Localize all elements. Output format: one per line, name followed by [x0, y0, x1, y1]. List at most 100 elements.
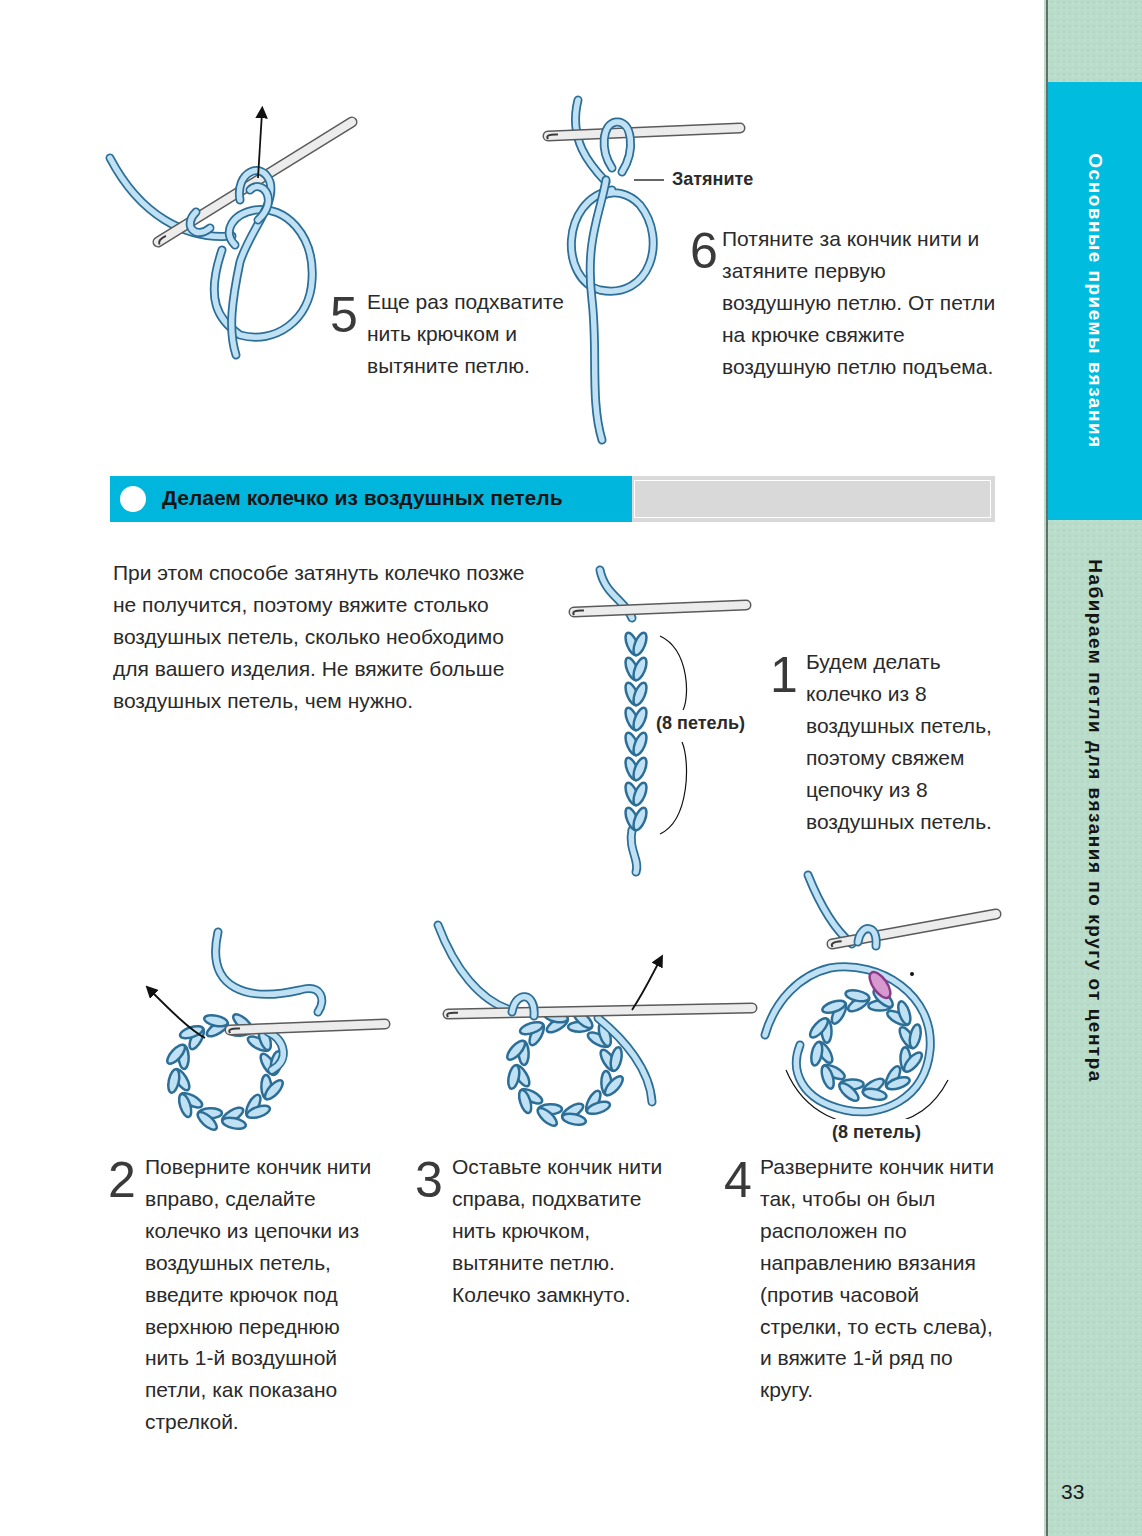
chain-stitch: [843, 985, 873, 1015]
yarn: [598, 1018, 652, 1102]
motion-arrow: [632, 960, 660, 1010]
hook-throat: [447, 1013, 458, 1017]
side-tab: Основные приемы вязания: [1048, 82, 1142, 520]
step-text: Потяните за кончик нити и затяните перву…: [722, 223, 997, 383]
yarn-outline: [808, 875, 852, 944]
yarn: [438, 925, 510, 1010]
callout-label: (8 петель): [656, 710, 756, 737]
chain-stitch: [623, 681, 649, 707]
chain-stitch: [896, 1022, 926, 1052]
yarn-outline: [250, 187, 268, 220]
stitch-half: [631, 781, 649, 807]
count-bracket: [786, 1070, 948, 1125]
chain-stitch: [597, 1045, 627, 1075]
stitch-half: [908, 1024, 923, 1050]
stitch-half: [561, 1112, 587, 1127]
tab-title: Набираем петли для вязания по кругу от ц…: [1084, 559, 1106, 1083]
stitch-half: [631, 631, 649, 657]
figure-step-3: [438, 925, 752, 1130]
stitch-half: [845, 988, 871, 1003]
stitch-half: [203, 1013, 229, 1028]
stitch-half: [504, 1038, 527, 1063]
stitch-half: [506, 1064, 521, 1090]
yarn: [250, 187, 268, 220]
yarn: [571, 190, 653, 291]
step-text: Еще раз подхватите нить крючком и вытяни…: [367, 286, 567, 382]
side-tab: Набираем петли для вязания по кругу от ц…: [1048, 528, 1142, 1113]
stitch-half: [245, 1103, 271, 1120]
stitch-half: [821, 998, 847, 1015]
callout-label: (8 петель): [832, 1119, 932, 1146]
page-number: 33: [1061, 1476, 1101, 1508]
motion-arrow: [150, 990, 205, 1038]
stitch-half: [519, 1020, 545, 1037]
chain-stitch: [623, 781, 649, 807]
yarn-outline: [858, 929, 876, 946]
stitch-half: [896, 1000, 913, 1026]
yarn-outline: [765, 967, 930, 1112]
yarn: [604, 122, 630, 172]
chain-stitch: [623, 656, 649, 682]
yarn: [631, 830, 637, 872]
chain-stitch: [859, 1075, 889, 1105]
yarn-outline: [268, 1032, 283, 1070]
hook-outline: [548, 128, 740, 136]
stitch-half: [535, 1105, 560, 1128]
yarn-outline: [216, 932, 322, 1012]
yarn: [858, 929, 876, 946]
yarn-outline: [590, 180, 606, 440]
yarn: [110, 158, 232, 236]
stitch-half: [807, 1016, 830, 1041]
first-stitch-highlight: [866, 969, 895, 1002]
callout-label: Затяните: [672, 166, 762, 193]
section-band: Делаем колечко из воздушных петель: [110, 476, 995, 522]
stitch-half: [517, 1088, 534, 1114]
yarn-outline: [438, 925, 510, 1010]
stitch-half: [819, 1064, 836, 1090]
section-title: Делаем колечко из воздушных петель: [162, 486, 563, 510]
chain-stitch: [163, 1065, 193, 1095]
hook-throat: [229, 1029, 240, 1033]
hook-outline: [574, 605, 746, 612]
yarn: [268, 1032, 283, 1070]
chain-stitch: [623, 731, 649, 757]
hook-throat: [573, 611, 584, 615]
stitch-half: [837, 1080, 862, 1103]
chain-stitch: [623, 631, 649, 657]
yarn-outline: [631, 830, 637, 872]
stitch-half: [885, 1075, 911, 1092]
chain-stitch: [623, 756, 649, 782]
hook: [548, 128, 740, 136]
yarn-outline: [571, 190, 653, 291]
figure-step-2: [150, 932, 385, 1134]
stitch-half: [609, 1046, 624, 1072]
stitch-half: [221, 1116, 247, 1131]
stitch-half: [631, 731, 649, 757]
step-number: 2: [108, 1155, 136, 1205]
stitch-half: [862, 1087, 888, 1102]
step-number: 3: [415, 1155, 443, 1205]
yarn: [808, 875, 852, 944]
stitch-half: [177, 1092, 194, 1118]
step-number: 1: [770, 650, 798, 700]
step-text: Поверните кончик нити вправо, сделайте к…: [145, 1151, 385, 1438]
hook-throat: [159, 236, 166, 245]
chain-stitch: [806, 1038, 836, 1068]
motion-arrow: [258, 112, 262, 178]
chain-stitch: [623, 806, 649, 832]
hook: [574, 605, 746, 612]
chain-stitch: [218, 1104, 248, 1134]
yarn: [232, 171, 271, 355]
hook: [448, 1008, 752, 1014]
stitch-half: [631, 756, 649, 782]
stitch-half: [179, 1024, 205, 1041]
hook-throat: [547, 135, 558, 139]
stitch-half: [585, 1099, 611, 1116]
stitch-half: [901, 1050, 924, 1075]
chain-stitch: [558, 1100, 588, 1130]
yarn: [765, 967, 930, 1112]
stitch-half: [809, 1041, 824, 1067]
yarn: [590, 180, 606, 440]
figure-step-6: [547, 100, 740, 440]
